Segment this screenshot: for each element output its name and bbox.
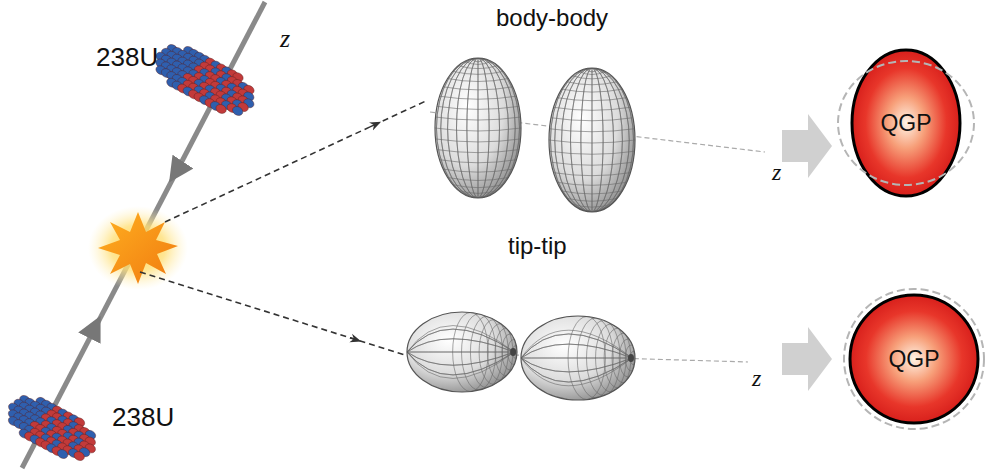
ellipsoid-outline xyxy=(549,68,635,212)
dashed-arrow-head xyxy=(370,124,376,127)
qgp-fireball: QGP xyxy=(848,293,980,425)
axis-label: z xyxy=(772,160,781,184)
ellipsoid-body xyxy=(435,58,521,198)
axis-arrow xyxy=(176,169,178,172)
qgp-fireball: QGP xyxy=(850,48,962,198)
mesh-lines xyxy=(549,68,635,214)
dashed-arrow xyxy=(140,272,408,356)
nucleon xyxy=(56,448,69,460)
ellipsoid-outline xyxy=(521,316,635,400)
axis-label: z xyxy=(280,26,290,52)
nucleon xyxy=(214,103,227,115)
nucleon xyxy=(72,450,85,462)
dashed-arrow xyxy=(165,100,428,222)
collision-glow xyxy=(88,206,188,290)
ellipsoid-outline xyxy=(407,312,517,392)
transition-arrow xyxy=(782,114,832,178)
nucleon xyxy=(231,105,244,117)
axis-arrow xyxy=(93,327,95,331)
reference-circle xyxy=(844,289,984,429)
deformed-nucleus xyxy=(549,68,635,214)
axis-label: z xyxy=(752,366,761,390)
uranium-nucleus xyxy=(0,385,106,470)
reference-circle xyxy=(838,61,974,185)
ellipsoid-body xyxy=(521,316,635,400)
collision-flash xyxy=(98,212,178,284)
qgp-outline xyxy=(850,295,978,423)
deformed-nucleus xyxy=(521,316,637,400)
ellipsoid-body xyxy=(549,68,635,212)
mesh-lines xyxy=(435,58,521,200)
configuration-title: tip-tip xyxy=(508,234,567,258)
mesh-lines xyxy=(407,312,519,391)
dashed-arrow-head xyxy=(350,338,356,340)
deformed-nucleus xyxy=(435,58,521,200)
mesh-lines xyxy=(521,317,637,400)
qgp-label: QGP xyxy=(880,110,931,137)
deformed-nucleus xyxy=(407,312,519,392)
qgp-label: QGP xyxy=(888,346,939,373)
nucleus-label: 238U xyxy=(112,404,174,430)
ellipsoid-body xyxy=(407,312,517,392)
uranium-nucleus xyxy=(146,35,264,126)
ellipsoid-outline xyxy=(435,58,521,198)
transition-arrow xyxy=(782,327,832,391)
nucleus-label: 238U xyxy=(96,44,158,70)
configuration-title: body-body xyxy=(496,6,608,30)
beam-axis xyxy=(22,2,265,468)
